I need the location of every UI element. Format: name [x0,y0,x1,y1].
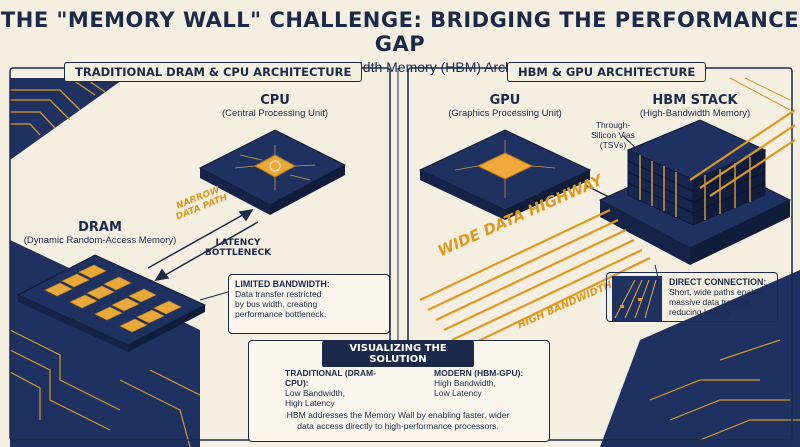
hbm-label: HBM STACK (High-Bandwidth Memory) [630,93,760,119]
modern-title: MODERN (HBM-GPU): [434,368,524,378]
direct-conn-line-2: massive data transfer, [669,297,753,307]
circuit-traces-bottom-left [9,329,201,447]
highway-icon [612,276,662,321]
cpu-label: CPU (Central Processing Unit) [220,93,330,119]
wide-data-highway [419,109,796,351]
circuit-board-top-left [10,78,125,160]
latency-bottleneck-label: LATENCY BOTTLENECK [198,238,278,258]
header: THE "MEMORY WALL" CHALLENGE: BRIDGING TH… [0,0,800,75]
direct-connection-callout: DIRECT CONNECTION: Short, wide paths ena… [606,272,778,322]
cpu-subtitle: (Central Processing Unit) [221,108,329,119]
left-panel-title: TRADITIONAL DRAM & CPU ARCHITECTURE [64,62,363,82]
direct-conn-title: DIRECT CONNECTION: [669,277,767,287]
limited-bw-line-1: Data transfer restricted [235,289,322,299]
dram-title: DRAM [78,220,122,235]
latency-line-1: LATENCY [215,238,261,248]
gpu-title: GPU [489,93,521,108]
latency-line-2: BOTTLENECK [204,248,272,258]
tsv-line-1: Through- [595,120,631,130]
modern-line-2: Low Latency [434,388,482,398]
dram-subtitle: (Dynamic Random-Access Memory) [23,235,177,246]
limited-bw-pointer [199,291,229,301]
modern-summary: MODERN (HBM-GPU): High Bandwidth, Low La… [434,368,524,398]
gpu-label: GPU (Graphics Processing Unit) [445,93,565,119]
page-title: THE "MEMORY WALL" CHALLENGE: BRIDGING TH… [0,8,800,56]
narrow-bus-arrows [147,208,259,282]
circuit-board-bottom-right [600,270,800,447]
solution-footer-line-1: HBM addresses the Memory Wall by enablin… [286,410,510,420]
direct-conn-line-1: Short, wide paths enable [669,287,763,297]
dram-label: DRAM (Dynamic Random-Access Memory) [20,220,180,246]
cpu-chip [198,129,347,215]
tsv-label: Through- Silicon Vias (TSVs) [588,120,638,150]
right-panel-title: HBM & GPU ARCHITECTURE [507,62,707,82]
solution-footer-line-2: data access directly to high-performance… [297,421,499,431]
tsv-line-3: (TSVs) [599,140,627,150]
limited-bw-line-2: by bus width, creating [235,299,318,309]
modern-line-1: High Bandwidth, [434,378,496,388]
traditional-line-2: High Latency [285,398,335,408]
traditional-line-1: Low Bandwidth, [285,388,346,398]
cpu-title: CPU [260,93,290,108]
limited-bw-line-3: performance bottleneck. [235,309,327,319]
hbm-subtitle: (High-Bandwidth Memory) [639,108,751,119]
direct-conn-line-3: reducing latency. [669,307,733,317]
solution-footer: HBM addresses the Memory Wall by enablin… [256,410,540,432]
circuit-traces-bottom-right [649,339,800,441]
hbm-title: HBM STACK [652,93,738,108]
tsv-line-2: Silicon Vias [591,130,635,140]
gpu-chip [418,129,592,220]
solution-title: VISUALIZING THE SOLUTION [322,341,474,367]
dram-module [16,254,207,352]
limited-bw-title: LIMITED BANDWIDTH: [235,279,330,289]
limited-bandwidth-callout: LIMITED BANDWIDTH: Data transfer restric… [228,274,390,334]
gpu-subtitle: (Graphics Processing Unit) [448,108,562,119]
traditional-title: TRADITIONAL (DRAM-CPU): [285,368,376,388]
hbm-stack [598,119,792,265]
traditional-summary: TRADITIONAL (DRAM-CPU): Low Bandwidth, H… [285,368,385,408]
circuit-traces-top-right [729,77,791,111]
